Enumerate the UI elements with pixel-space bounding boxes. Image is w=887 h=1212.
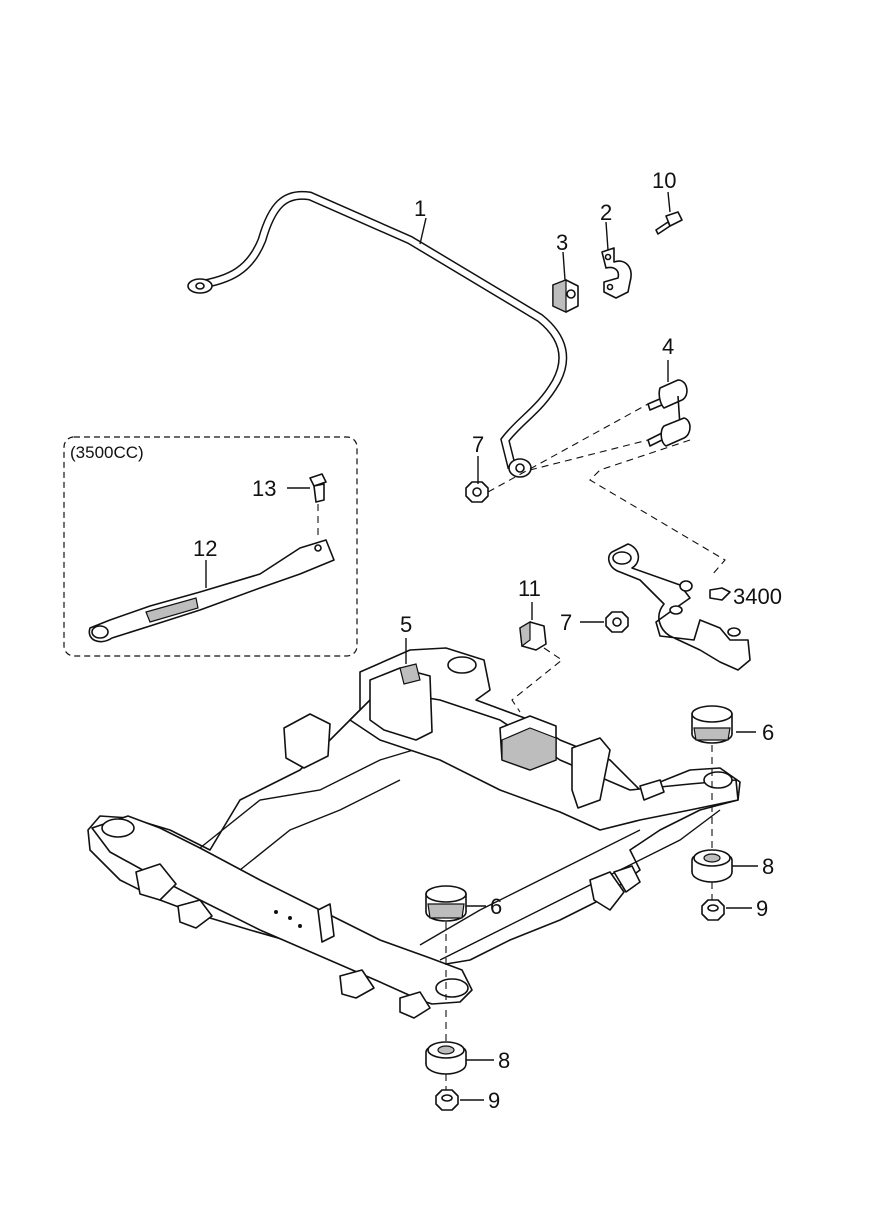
callout-3: 3: [556, 230, 568, 255]
callout-8-bottom: 8: [498, 1048, 510, 1073]
callout-7-arm: 7: [560, 610, 572, 635]
callout-13: 13: [252, 476, 276, 501]
lower-arm: [607, 543, 751, 671]
callout-8-right: 8: [762, 854, 774, 879]
stabilizer-link: [647, 379, 691, 447]
nut-right: [701, 899, 725, 921]
callout-12: 12: [193, 536, 217, 561]
callout-10: 10: [652, 168, 676, 193]
brace: [88, 539, 335, 643]
callout-4: 4: [662, 334, 674, 359]
ref-arrow: [709, 587, 731, 601]
callout-11: 11: [518, 576, 541, 601]
variant-box-label: (3500CC): [70, 443, 144, 462]
mount-upper-center: [425, 885, 467, 922]
callout-6-center: 6: [490, 894, 502, 919]
stopper: [519, 620, 547, 651]
bushing: [552, 279, 579, 313]
variant-box: (3500CC): [63, 436, 358, 657]
mount-upper-right: [691, 705, 733, 744]
callout-1: 1: [414, 196, 426, 221]
callout-7-link: 7: [472, 432, 484, 457]
link-nut: [465, 481, 489, 503]
insulator-bottom: [425, 1041, 467, 1075]
stabilizer-bar: [187, 190, 568, 478]
insulator-right: [691, 849, 733, 883]
callout-9-bottom: 9: [488, 1088, 500, 1113]
brace-bolt: [309, 473, 327, 503]
nut-bottom: [435, 1089, 459, 1111]
callout-6-right: 6: [762, 720, 774, 745]
callout-2: 2: [600, 200, 612, 225]
callout-5: 5: [400, 612, 412, 637]
arm-nut: [605, 611, 629, 633]
callout-9-right: 9: [756, 896, 768, 921]
bracket: [601, 247, 632, 299]
crossmember: [87, 647, 741, 1019]
bracket-bolt: [655, 211, 683, 235]
callout-3400: 3400: [733, 584, 782, 609]
